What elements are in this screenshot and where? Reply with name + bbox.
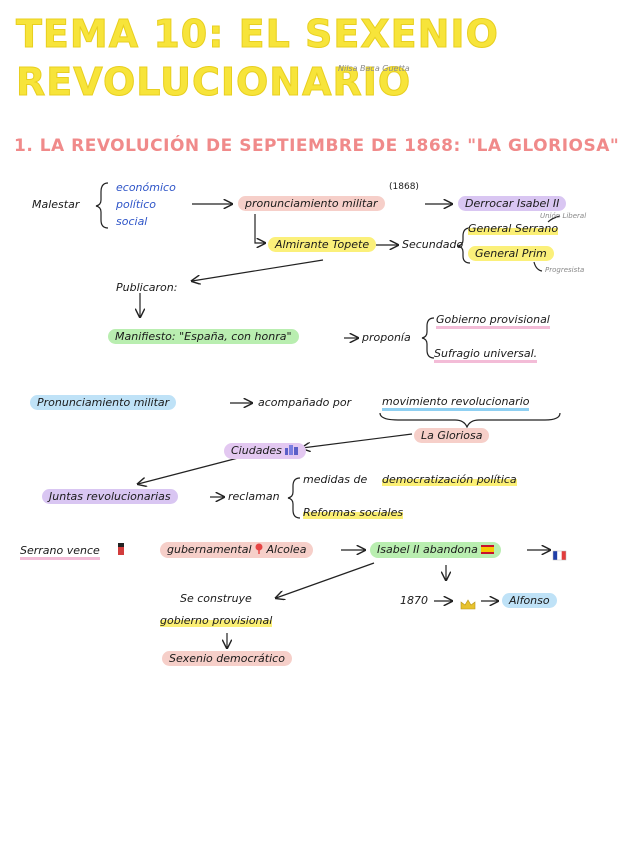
malestar-label: Malestar [32,198,80,211]
la-gloriosa-label: La Gloriosa [414,428,490,443]
gubernamental-alcolea: gubernamental Alcolea [160,542,314,558]
spain-flag-icon [481,544,495,557]
acompanado-label: acompañado por [258,396,352,409]
crown-icon [460,595,476,614]
reclaman-label: reclaman [228,490,280,503]
france-flag-icon [552,545,567,564]
author-name: Nilsa Baca Guetta [338,64,410,73]
pronunciamiento-militar-2: Pronunciamiento militar [30,395,177,410]
general-serrano: General Serrano [468,222,559,235]
sexenio-democratico: Sexenio democrático [162,651,292,666]
democratizacion-politica: democratización política [382,473,517,486]
proponia-label: proponía [362,331,411,344]
isabel-abandona: Isabel II abandona [370,542,502,558]
derrocar-isabel: Derrocar Isabel II [458,196,567,211]
soldier-icon [117,543,125,558]
section-title: 1. LA REVOLUCIÓN DE SEPTIEMBRE DE 1868: … [14,136,619,156]
page-title-line2: REVOLUCIONARIO [15,60,412,104]
ciudades-label: Ciudades [224,443,307,459]
gobierno-provisional-2: gobierno provisional [160,614,273,627]
manifiesto: Manifiesto: "España, con honra" [108,329,299,344]
malestar-item-politico: político [116,198,156,211]
gobierno-provisional: Gobierno provisional [436,313,550,329]
se-construye-label: Se construye [180,592,252,605]
reformas-sociales: Reformas sociales [303,506,404,519]
page-title-line1: TEMA 10: EL SEXENIO [16,12,499,56]
sufragio-universal: Sufragio universal. [434,347,538,363]
location-pin-icon [255,543,263,557]
secundado-label: Secundado [402,238,464,251]
movimiento-revolucionario: movimiento revolucionario [382,395,530,411]
serrano-vence-label: Serrano vence [20,543,125,560]
almirante-topete: Almirante Topete [268,237,377,252]
general-prim: General Prim [468,246,554,261]
year-1868: (1868) [389,182,419,192]
pronunciamiento-militar: pronunciamiento militar [238,196,385,211]
malestar-item-social: social [116,215,148,228]
medidas-de: medidas de [303,473,368,486]
malestar-item-economico: económico [116,181,176,194]
publicaron-label: Publicaron: [116,281,178,294]
juntas-revolucionarias: Juntas revolucionarias [42,489,178,504]
union-liberal-note: Unión Liberal [540,212,587,220]
year-1870: 1870 [400,594,428,607]
alfonso-label: Alfonso [502,593,557,608]
buildings-icon [285,444,299,458]
connector-lines [95,182,561,848]
progresista-note: Progresista [545,266,585,274]
